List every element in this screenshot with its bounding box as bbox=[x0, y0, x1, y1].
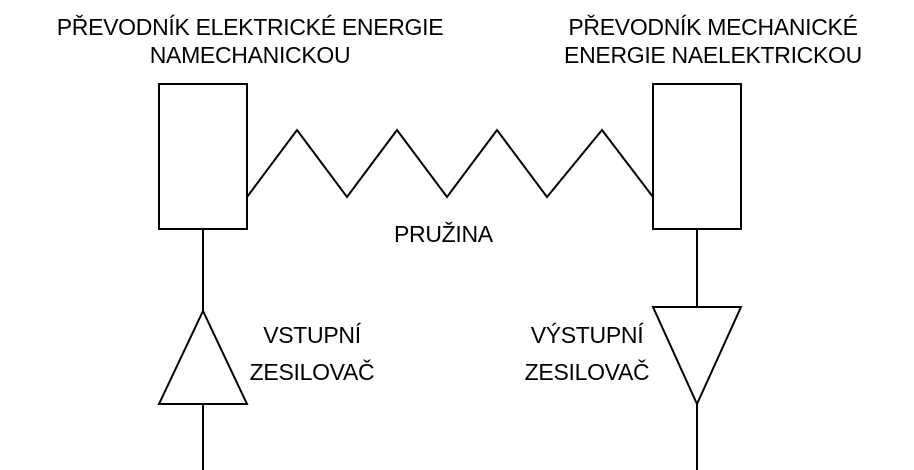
input-amplifier-label-line2: ZESILOVAČ bbox=[249, 359, 375, 385]
left-converter-label-line1: PŘEVODNÍK ELEKTRICKÉ ENERGIE bbox=[56, 14, 444, 40]
right-converter-label: PŘEVODNÍK MECHANICKÉ ENERGIE NAELEKTRICK… bbox=[513, 13, 913, 69]
left-converter-box bbox=[158, 83, 248, 230]
output-amplifier-label: VÝSTUPNÍ ZESILOVAČ bbox=[512, 321, 662, 386]
input-amplifier-triangle bbox=[157, 308, 249, 405]
left-converter-label: PŘEVODNÍK ELEKTRICKÉ ENERGIE NAMECHANICK… bbox=[0, 13, 500, 69]
spring-label: PRUŽINA bbox=[394, 221, 493, 247]
left-converter-label-line2: NAMECHANICKOU bbox=[149, 42, 351, 68]
input-amplifier-label-line1: VSTUPNÍ bbox=[263, 322, 361, 348]
right-converter-box bbox=[652, 83, 742, 230]
output-amplifier-label-line1: VÝSTUPNÍ bbox=[530, 322, 644, 348]
input-amplifier-label: VSTUPNÍ ZESILOVAČ bbox=[242, 321, 382, 386]
spring-zigzag bbox=[246, 128, 654, 199]
right-converter-label-line2: ENERGIE NAELEKTRICKOU bbox=[564, 42, 862, 68]
output-amplifier-triangle bbox=[651, 306, 743, 407]
right-converter-label-line1: PŘEVODNÍK MECHANICKÉ bbox=[568, 14, 858, 40]
output-amplifier-label-line2: ZESILOVAČ bbox=[524, 359, 650, 385]
